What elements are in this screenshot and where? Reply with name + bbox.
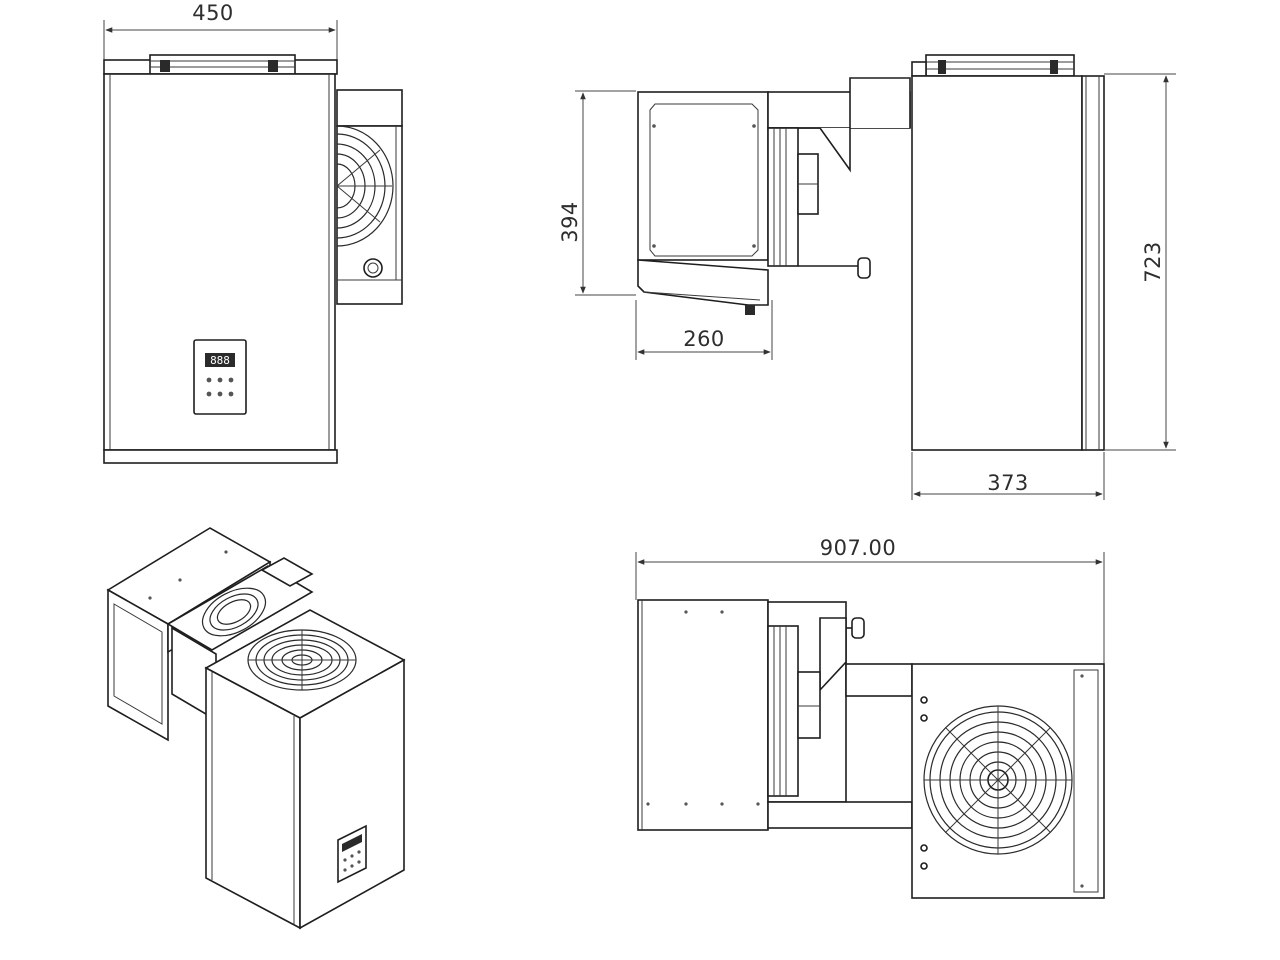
evaporator-box [637,91,769,261]
dimension-side-depth: 373 [911,452,1105,500]
drain-port-icon [363,258,383,278]
top-view: 907.00 [635,536,1105,899]
dimension-top-total: 907.00 [635,536,1105,664]
top-condenser-fan-icon [923,705,1073,855]
top-evaporator [637,599,769,831]
dimension-label-723: 723 [1141,241,1165,283]
controller-display: 888 [210,354,230,367]
isometric-view [106,527,406,930]
dimension-label-450: 450 [192,1,234,25]
dimension-side-height: 723 [1104,73,1176,451]
condenser-cabinet [911,75,1083,451]
dimension-label-260: 260 [683,327,725,351]
dimension-evap-height: 394 [558,90,636,296]
dimension-label-373: 373 [987,471,1029,495]
dimension-label-907: 907.00 [820,536,896,560]
dimension-front-width: 450 [103,1,338,68]
iso-evap-fan-icon [201,587,267,637]
iso-condenser-fan-icon [247,629,357,691]
dimension-evap-depth: 260 [635,300,773,360]
dimension-label-394: 394 [558,201,582,243]
front-view: 450 [103,1,403,464]
front-controller: 888 [193,339,247,415]
side-view: 394 260 [558,54,1176,500]
front-side-fan-icon [336,125,394,247]
